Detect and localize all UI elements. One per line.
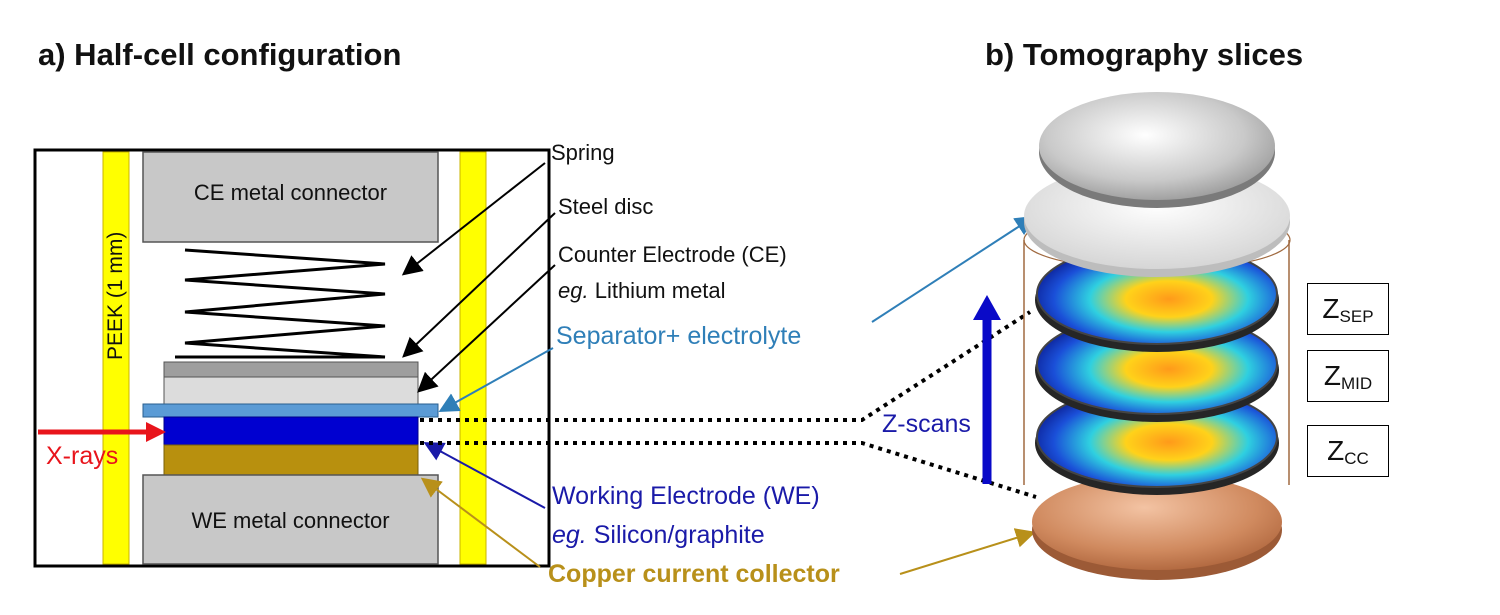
- xray-label: X-rays: [46, 442, 119, 470]
- z-mid-sub: MID: [1340, 374, 1373, 393]
- we-leader: [423, 442, 546, 509]
- steel-disc-label: Steel disc: [558, 194, 654, 219]
- copper-label: Copper current collector: [548, 560, 840, 588]
- we-connector-label: WE metal connector: [191, 508, 390, 533]
- z-cc-sub: CC: [1344, 449, 1369, 468]
- panel-a-title: a) Half-cell configuration: [38, 37, 402, 72]
- z-sep-main: Z: [1322, 293, 1340, 324]
- copper-stack-leader: [899, 528, 1036, 575]
- peek-label: PEEK (1 mm): [104, 231, 127, 360]
- zoom-line-top: [420, 310, 1032, 422]
- ce-leader: [417, 264, 556, 393]
- ce-label-line2: eg. Lithium metal: [558, 278, 726, 304]
- ce-connector: [142, 151, 439, 243]
- we-connector: [142, 474, 439, 565]
- steel-disc-top: [1039, 92, 1275, 200]
- separator-leader: [438, 347, 554, 412]
- we-eg: eg.: [552, 521, 587, 549]
- steel-disc-leader: [402, 212, 556, 358]
- we-label-line2: eg. Silicon/graphite: [552, 521, 765, 550]
- spring-plate: [163, 361, 419, 378]
- z-sep-sub: SEP: [1339, 307, 1374, 326]
- copper-layer: [163, 444, 419, 476]
- spring: [175, 248, 386, 359]
- separator-layer: [142, 403, 439, 418]
- spring-leader: [401, 162, 546, 276]
- separator-stack-leader: [871, 215, 1036, 323]
- working-electrode-layer: [163, 416, 419, 446]
- xray-arrowhead: [146, 422, 166, 442]
- z-cc-main: Z: [1327, 435, 1345, 466]
- ce-label-line1: Counter Electrode (CE): [558, 242, 787, 267]
- z-mid-main: Z: [1323, 360, 1341, 391]
- spring-label: Spring: [551, 140, 615, 165]
- copper-leader: [420, 477, 541, 568]
- zscan-arrowhead: [973, 295, 1001, 320]
- ce-material: Lithium metal: [588, 278, 726, 303]
- zoom-line-bottom: [420, 441, 1037, 499]
- we-material: Silicon/graphite: [586, 521, 765, 549]
- peek-wall-right: [459, 151, 487, 565]
- separator-label: Separator+ electrolyte: [556, 322, 802, 350]
- steel-disc: [163, 376, 419, 405]
- peek-wall-left: [102, 151, 130, 565]
- ce-connector-label: CE metal connector: [193, 180, 388, 205]
- panel-b-title: b) Tomography slices: [985, 37, 1304, 72]
- we-label-line1: Working Electrode (WE): [552, 482, 820, 510]
- ce-eg: eg.: [558, 278, 589, 303]
- copper-disc: [1032, 474, 1282, 570]
- zscans-label: Z-scans: [882, 410, 971, 438]
